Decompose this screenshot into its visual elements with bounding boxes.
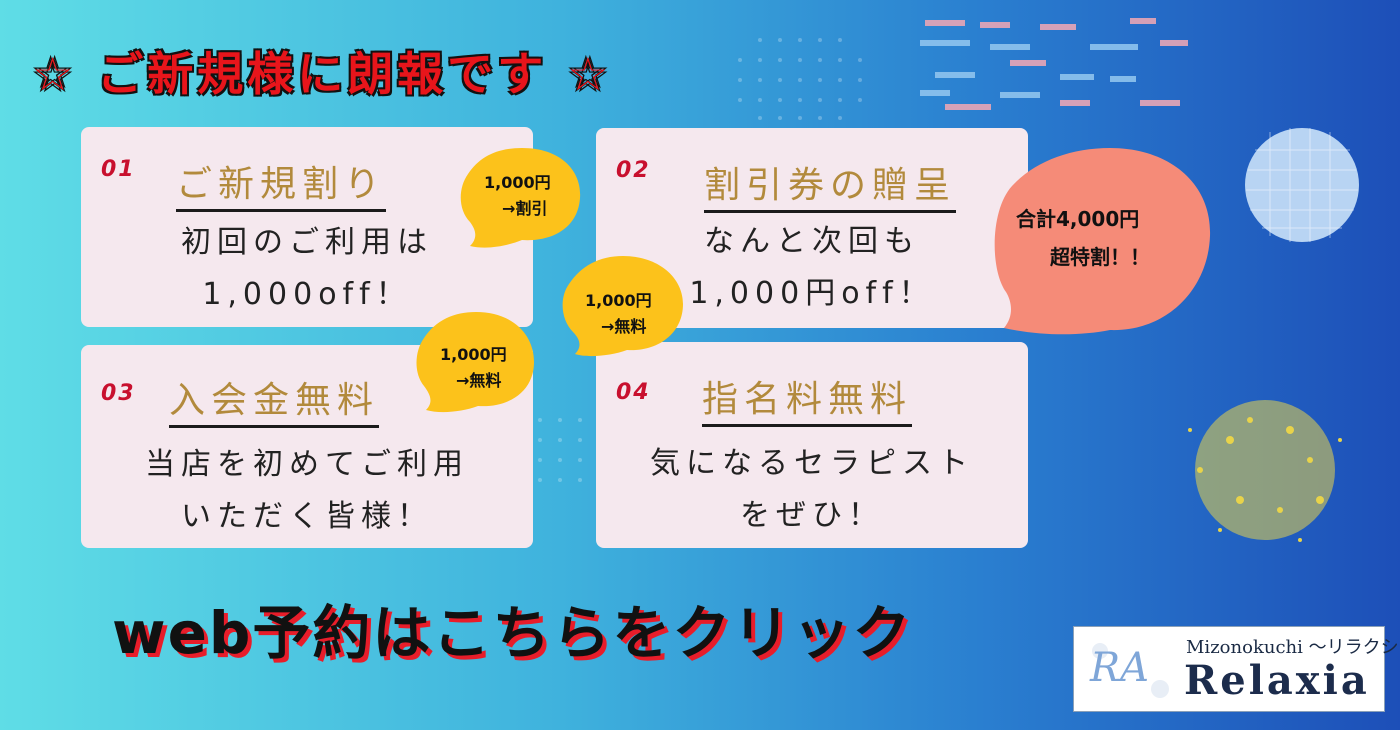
- bubble-text-line-1: 1,000円: [440, 345, 507, 364]
- card-title: 入会金無料: [169, 371, 380, 428]
- card-text-line-2: をぜひ！: [740, 498, 884, 533]
- card-title: ご新規割り: [176, 155, 387, 212]
- speech-bubble: 1,000円 →無料: [408, 306, 540, 416]
- bubble-text-line-2: →割引: [502, 199, 548, 218]
- headline: ☆ ご新規様に朗報です ☆: [32, 47, 613, 101]
- web-reservation-link[interactable]: web予約はこちらをクリック: [112, 599, 913, 667]
- bubble-text-line-1: 1,000円: [585, 291, 652, 310]
- relaxia-logo[interactable]: RA Mizonokuchi ～リラクシア Relaxia: [1073, 626, 1400, 712]
- card-number: 01: [101, 157, 136, 182]
- card-text-line-2: 1,000円off！: [689, 276, 935, 311]
- speech-bubble: 1,000円 →割引: [452, 142, 592, 252]
- card-text-line-1: 当店を初めてご利用: [145, 447, 469, 482]
- card-number: 02: [616, 158, 651, 183]
- monogram-text: RA: [1089, 645, 1149, 691]
- bubble-text-line-1: 1,000円: [484, 173, 551, 192]
- bubble-text-line-2: 超特割！！: [1050, 245, 1150, 269]
- speech-bubble-total: 合計4,000円 超特割！！: [990, 140, 1220, 340]
- speech-bubble: 1,000円 →無料: [553, 250, 693, 360]
- logo-name: Relaxia: [1184, 657, 1370, 704]
- card-text-line-1: 初回のご利用は: [181, 225, 433, 260]
- card-text-line-1: なんと次回も: [704, 224, 920, 259]
- card-number: 04: [616, 380, 651, 405]
- offer-card-new-customer: 01 ご新規割り 初回のご利用は 1,000off！: [81, 127, 533, 327]
- bubble-text-line-2: →無料: [601, 317, 647, 336]
- card-text-line-2: 1,000off！: [202, 277, 412, 312]
- card-title: 割引券の贈呈: [704, 156, 957, 213]
- monogram-logo-icon: RA: [1089, 643, 1169, 698]
- card-text-line-1: 気になるセラピスト: [650, 446, 974, 481]
- bubble-text-line-2: →無料: [456, 371, 502, 390]
- logo-subtitle: Mizonokuchi ～リラクシア: [1186, 637, 1400, 658]
- card-text-line-2: いただく皆様！: [181, 499, 433, 534]
- bubble-text-line-1: 合計4,000円: [1016, 207, 1140, 231]
- card-number: 03: [101, 381, 136, 406]
- offer-card-free-nomination: 04 指名料無料 気になるセラピスト をぜひ！: [596, 342, 1028, 548]
- card-title: 指名料無料: [702, 370, 913, 427]
